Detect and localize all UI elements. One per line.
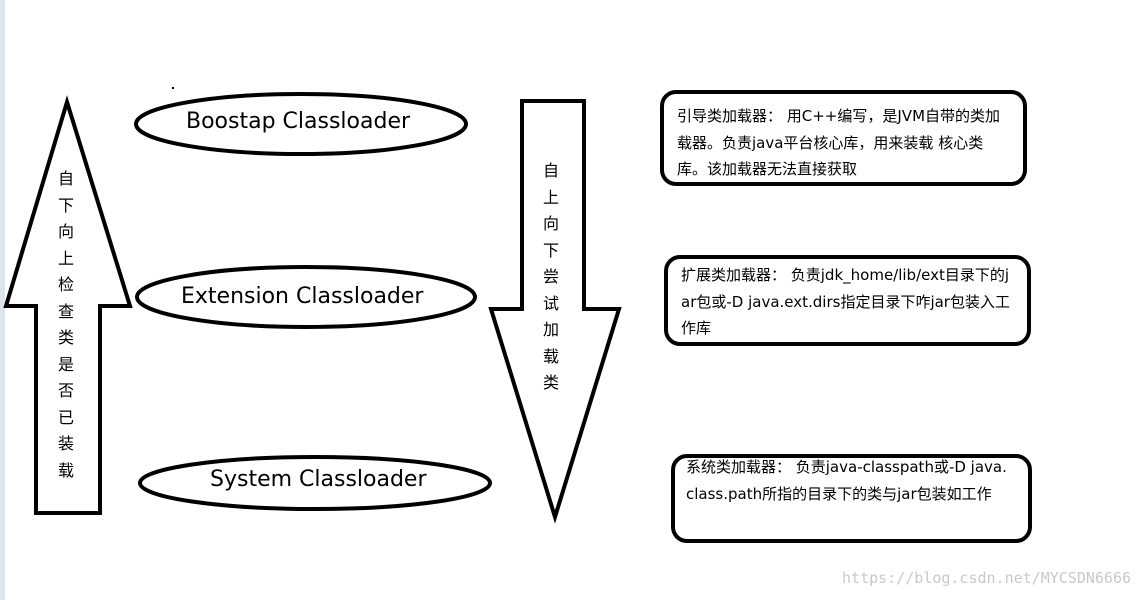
window-edge — [0, 0, 5, 600]
arrow-char: 向 — [542, 214, 559, 233]
extension-classloader-label: Extension Classloader — [181, 284, 424, 309]
arrow-char: 装 — [57, 434, 74, 453]
arrow-char: 自 — [57, 169, 74, 188]
arrow-char: 上 — [542, 187, 559, 207]
up-arrow-text: 自下向上检查类是否已装载 — [54, 166, 78, 484]
arrow-char: 查 — [57, 301, 74, 321]
stray-dot — [172, 87, 174, 89]
bootstrap-description: 引导类加载器： 用C++编写，是JVM自带的类加载器。负责java平台核心库，用… — [677, 107, 1001, 178]
system-description: 系统类加载器： 负责java-classpath或-D java.class.p… — [686, 458, 1007, 503]
system-ellipse — [138, 455, 492, 511]
bootstrap-classloader-label: Boostap Classloader — [186, 109, 411, 134]
system-classloader-label: System Classloader — [210, 467, 427, 492]
arrow-char: 类 — [542, 373, 559, 392]
up-arrow — [3, 95, 133, 515]
arrow-char: 下 — [542, 240, 559, 260]
system-desc-box — [671, 454, 1032, 543]
arrow-char: 加 — [542, 320, 559, 339]
bootstrap-ellipse — [134, 92, 468, 156]
arrow-char: 检 — [57, 275, 74, 294]
arrow-char: 类 — [57, 328, 74, 347]
watermark: https://blog.csdn.net/MYCSDN6666 — [842, 569, 1131, 587]
down-arrow — [488, 99, 622, 524]
arrow-char: 向 — [57, 222, 74, 241]
extension-desc-box — [664, 255, 1031, 346]
extension-ellipse — [135, 265, 477, 329]
arrow-char: 尝 — [542, 267, 559, 286]
arrow-char: 载 — [57, 460, 74, 480]
arrow-char: 否 — [57, 381, 74, 400]
arrow-char: 下 — [57, 195, 74, 215]
arrow-char: 已 — [57, 407, 74, 427]
arrow-char: 试 — [542, 293, 559, 313]
arrow-char: 是 — [57, 354, 74, 374]
arrow-char: 自 — [542, 161, 559, 180]
arrow-char: 上 — [57, 248, 74, 268]
bootstrap-desc-box — [660, 90, 1027, 186]
down-arrow-text: 自上向下尝试加载类 — [539, 158, 563, 397]
extension-description: 扩展类加载器： 负责jdk_home/lib/ext目录下的jar包或-D ja… — [681, 266, 1010, 337]
arrow-char: 载 — [542, 346, 559, 366]
